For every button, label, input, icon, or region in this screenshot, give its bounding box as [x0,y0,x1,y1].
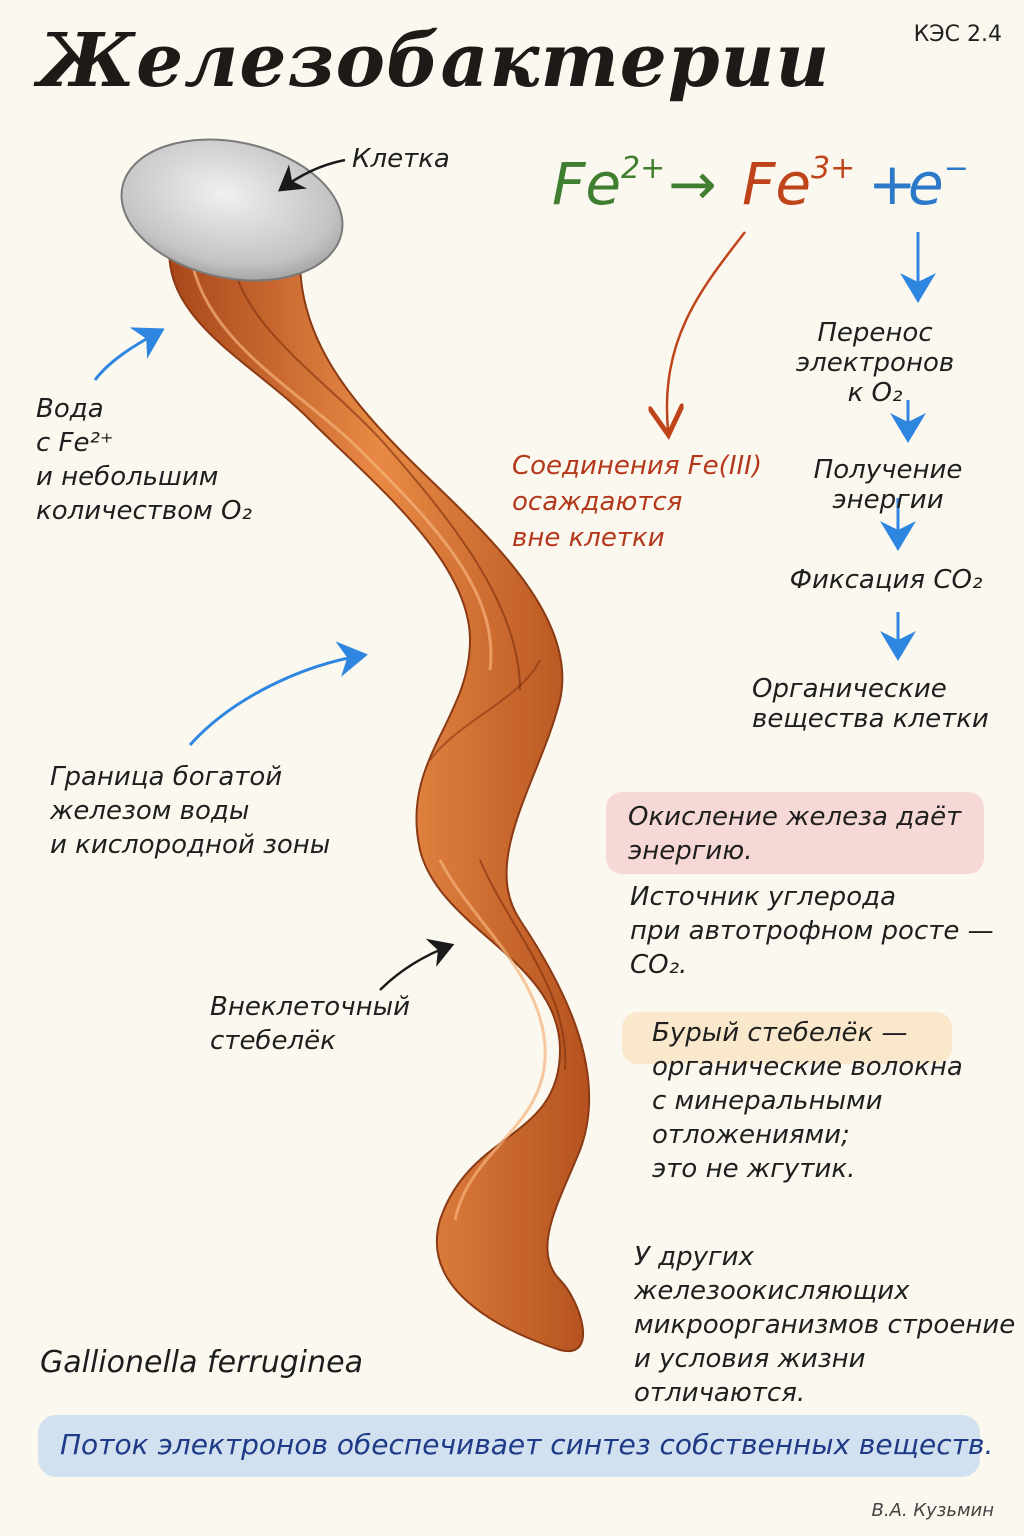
oxidation-note: Окисление железа даёт энергию. [628,802,962,866]
species-name: Gallionella ferruginea [40,1345,363,1380]
other-bacteria-note: У других железоокисляющих микроорганизмо… [634,1242,1016,1408]
stalk-label: Внеклеточный стебелёк [210,992,410,1056]
fe3-to-precipitate-arrow [667,231,746,430]
bottom-banner: Поток электронов обеспечивает синтез соб… [60,1428,994,1461]
flow-step-electron-transfer: Перенос электронов к O₂ [795,318,955,408]
flow-step-energy: Получение энергии [813,455,963,515]
cell-body [120,138,344,282]
precipitate-label: Соединения Fe(III) осаждаются вне клетки [512,451,762,553]
cell-pointer-arrow [277,158,346,192]
reaction-arrow: → [668,150,717,218]
stalk-note: Бурый стебелёк — органические волокна с … [652,1018,963,1184]
stalk-pointer-arrow [379,938,455,991]
carbon-source-note: Источник углерода при автотрофном росте … [630,882,994,980]
flow-step-co2-fixation: Фиксация CO₂ [789,565,983,595]
cell-label: Клетка [352,144,450,174]
electron: e− [908,150,969,218]
flow-step-organic-matter: Органические вещества клетки [752,674,989,734]
code-label: КЭС 2.4 [913,22,1002,47]
boundary-label: Граница богатой железом воды и кислородн… [50,762,331,860]
bottom-banner-highlight [38,1415,980,1477]
boundary-pointer-arrow [188,641,368,746]
author-signature: В.А. Кузьмин [871,1500,994,1521]
oxidation-highlight [606,792,984,874]
fe2-ion: Fe2+ [552,150,666,218]
water-pointer-arrow [93,327,165,381]
extracellular-stalk [168,238,591,1353]
page-title: Железобактерии [38,18,831,104]
plus-sign: + [868,150,917,218]
water-label: Вода с Fe²⁺ и небольшим количеством O₂ [36,394,252,526]
stalk-note-highlight [622,1012,952,1064]
fe3-ion: Fe3+ [742,150,856,218]
